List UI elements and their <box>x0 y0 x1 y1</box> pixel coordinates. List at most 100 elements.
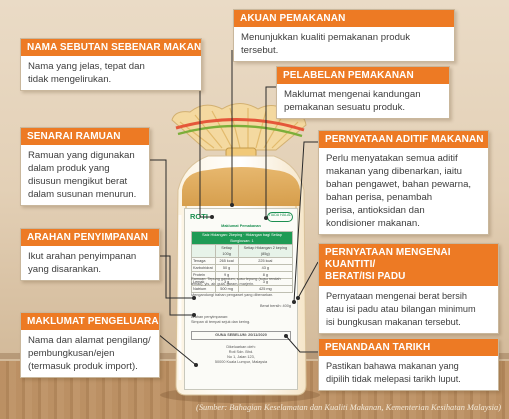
panel-body: Ramuan yang digunakan dalam produk yang … <box>21 145 149 205</box>
callout-dot <box>210 215 214 219</box>
panel-body-line: disusun mengikut berat <box>28 176 128 187</box>
panel-body-line: tidak mengelirukan. <box>28 74 112 85</box>
panel-title-line: BERAT/ISI PADU <box>325 271 406 282</box>
bag-pleats <box>179 107 299 149</box>
label-maker-line: Roti Sdn. Bhd. <box>228 350 254 354</box>
panel-body-line: Menunjukkan kualiti pemakanan produk ter… <box>241 32 411 56</box>
nutrition-subheading: Saiz Hidangan: 2keping · Hidangan bagi S… <box>191 231 293 245</box>
panel-body: Nama dan alamat pengilang/ pembungkusan/… <box>21 330 159 377</box>
panel-penandaan-tarikh: PENANDAAN TARIKH Pastikan bahawa makanan… <box>318 338 499 391</box>
callout-aditif <box>293 141 318 303</box>
panel-body-line: kondisioner makanan. <box>326 218 420 229</box>
panel-body: Nama yang jelas, tepat dan tidak mengeli… <box>21 56 201 90</box>
panel-title: MAKLUMAT PENGELUARAN <box>21 313 159 330</box>
callout-dot <box>192 296 196 300</box>
nutrition-col-header: Setiap 100g <box>214 244 239 258</box>
callout-dot <box>194 363 198 367</box>
callout-pelabelan <box>265 86 276 218</box>
label-maker-line: 50000 Kuala Lumpur, Malaysia <box>214 360 268 364</box>
panel-body-line: Ikut arahan penyimpanan <box>28 251 137 262</box>
label-product-name: ROTI <box>190 212 208 221</box>
panel-title: PELABELAN PEMAKANAN <box>277 67 449 84</box>
callout-dot <box>292 300 296 304</box>
panel-body-line: Perlu menyatakan semua aditif <box>326 153 458 164</box>
bread-label: ROTI TIADA HALAL Maklumat Pemakanan Saiz… <box>184 208 298 390</box>
panel-body-line: Ramuan yang digunakan <box>28 150 135 161</box>
callout-dot <box>264 216 268 220</box>
callout-dot <box>230 203 234 207</box>
panel-body-line: bahan pengawet, bahan pewarna, <box>326 179 472 190</box>
panel-title: ARAHAN PENYIMPANAN <box>21 229 159 246</box>
servings-per-pack: Hidangan bagi Setiap Bungkusan: 1 <box>230 233 282 243</box>
panel-kuantiti: PERNYATAAN MENGENAI KUANTITI/ BERAT/ISI … <box>318 243 499 334</box>
label-additives: Mengandungi bahan pengawet yang dibenark… <box>191 293 274 297</box>
nutrition-table: Saiz Hidangan: 2keping · Hidangan bagi S… <box>191 231 294 293</box>
label-maker-line: Dikeluarkan oleh: <box>226 345 256 349</box>
label-ingredients: Ramuan: Tepung gandum, susu tepung (susu… <box>191 277 281 286</box>
panel-body-line: perisa, antioksidan dan <box>326 205 425 216</box>
bread-crust <box>182 167 300 206</box>
nutrition-subheading-row: Saiz Hidangan: 2keping · Hidangan bagi S… <box>191 231 293 245</box>
label-expiry: GUNA SEBELUM: 20/11/2020 <box>191 331 291 340</box>
callout-pengeluaran <box>157 333 197 366</box>
panel-body-line: makanan yang dibenarkan, iaitu <box>326 166 463 177</box>
nutrition-heading: Maklumat Pemakanan <box>191 224 291 229</box>
panel-title: PENANDAAN TARIKH <box>319 339 498 356</box>
callout-ramuan <box>146 159 194 299</box>
panel-senarai-ramuan: SENARAI RAMUAN Ramuan yang digunakan dal… <box>20 127 150 206</box>
label-storage: Arahan penyimpanan: Simpan di tempat sej… <box>191 315 291 325</box>
panel-title-line: PERNYATAAN MENGENAI KUANTITI/ <box>325 247 451 270</box>
panel-body-line: (termasuk produk import). <box>28 361 138 372</box>
callout-tarikh <box>285 335 318 353</box>
panel-body-line: dipilih tidak melepasi tarikh luput. <box>326 374 461 384</box>
panel-body: Maklumat mengenai kandungan pemakanan se… <box>277 84 449 118</box>
callout-kuantiti <box>297 261 319 299</box>
bag-stripe-red <box>175 118 305 132</box>
callout-dot <box>296 296 300 300</box>
panel-akuan-pemakanan: AKUAN PEMAKANAN Menunjukkan kualiti pema… <box>233 9 455 62</box>
nutrient-value: 425 mg <box>237 285 294 293</box>
panel-body: Pastikan bahawa makanan yang dipilih tid… <box>319 356 498 390</box>
panel-body-line: Maklumat mengenai kandungan <box>284 89 421 100</box>
nutrition-heading-line: Maklumat Pemakanan <box>221 224 261 228</box>
panel-body-line: Nama yang jelas, tepat dan <box>28 61 145 72</box>
panel-title: NAMA SEBUTAN SEBENAR MAKANAN <box>21 39 201 56</box>
panel-pelabelan-pemakanan: PELABELAN PEMAKANAN Maklumat mengenai ka… <box>276 66 450 119</box>
label-storage-line: Simpan di tempat sejuk dan kering. <box>191 320 251 324</box>
callout-simpan <box>154 255 194 316</box>
panel-body-line: Nama dan alamat pengilang/ <box>28 335 151 346</box>
callout-dot <box>192 313 196 317</box>
panel-body: Ikut arahan penyimpanan yang disarankan. <box>21 246 159 280</box>
panel-title: PERNYATAAN ADITIF MAKANAN <box>319 131 488 148</box>
panel-title: AKUAN PEMAKANAN <box>234 10 454 27</box>
panel-body-line: dalam produk yang <box>28 163 110 174</box>
serving-size: Saiz Hidangan: 2keping <box>202 233 243 237</box>
panel-title: SENARAI RAMUAN <box>21 128 149 145</box>
panel-body: Perlu menyatakan semua aditif makanan ya… <box>319 148 488 234</box>
panel-body-line: pemakanan sesuatu produk. <box>284 102 406 113</box>
panel-arahan-penyimpanan: ARAHAN PENYIMPANAN Ikut arahan penyimpan… <box>20 228 160 281</box>
panel-body-line: bahan perisa, penambah <box>326 192 433 203</box>
bag-stripe-green <box>177 124 303 138</box>
label-storage-line: Arahan penyimpanan: <box>191 315 229 319</box>
panel-body: Pernyataan mengenai berat bersih atau is… <box>319 286 498 333</box>
panel-body-line: isi bungkusan makanan tersebut. <box>326 317 461 327</box>
panel-maklumat-pengeluaran: MAKLUMAT PENGELUARAN Nama dan alamat pen… <box>20 312 160 378</box>
panel-body-line: yang disarankan. <box>28 264 102 275</box>
source-credit: (Sumber: Bahagian Keselamatan dan Kualit… <box>196 403 501 412</box>
panel-aditif-makanan: PERNYATAAN ADITIF MAKANAN Perlu menyatak… <box>318 130 489 235</box>
panel-nama-sebutan: NAMA SEBUTAN SEBENAR MAKANAN Nama yang j… <box>20 38 202 91</box>
panel-body-line: Pastikan bahawa makanan yang <box>326 361 459 371</box>
panel-body-line: Pernyataan mengenai berat bersih <box>326 291 467 301</box>
panel-title: PERNYATAAN MENGENAI KUANTITI/ BERAT/ISI … <box>319 244 498 286</box>
callout-dot <box>284 334 288 338</box>
panel-body-line: dalam susunan menurun. <box>28 189 137 200</box>
label-maker: Dikeluarkan oleh: Roti Sdn. Bhd. No 1, J… <box>191 345 291 365</box>
panel-body-line: atau isi padu atau bilangan minimum <box>326 304 476 314</box>
label-net-weight: Berat bersih: 400g <box>259 304 291 308</box>
panel-body: Menunjukkan kualiti pemakanan produk ter… <box>234 27 454 61</box>
panel-body-line: pembungkusan/ejen <box>28 348 115 359</box>
